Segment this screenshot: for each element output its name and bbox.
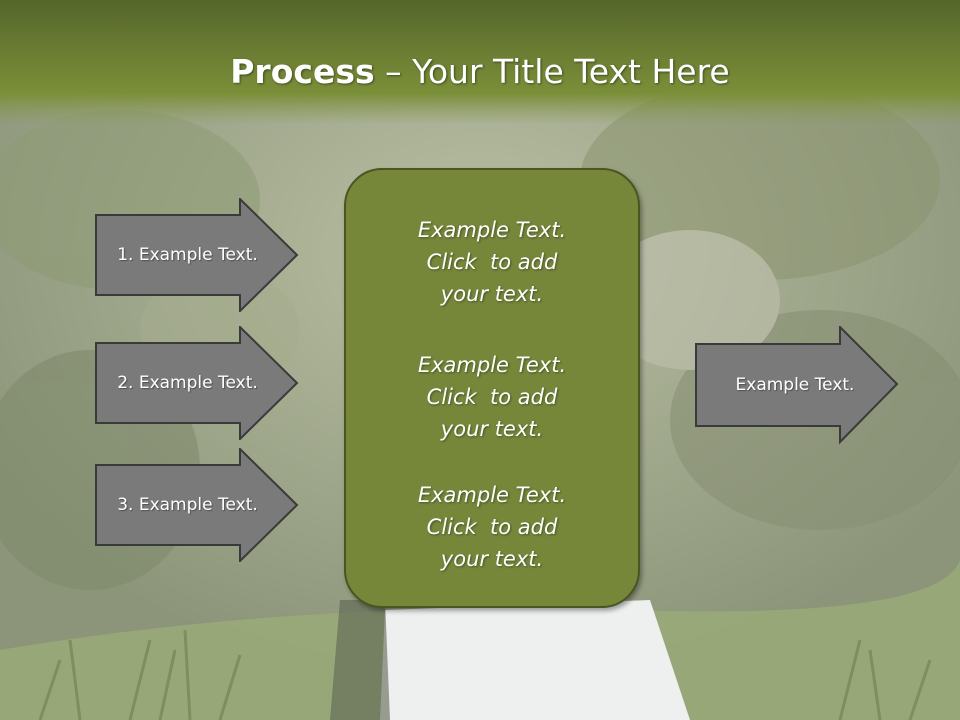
text-block-3: Example Text. Click to add your text.	[346, 479, 638, 575]
step-label-2: 2. Example Text.	[117, 373, 258, 393]
block-1-line-2: Click to add	[426, 250, 558, 274]
step-label-3: 3. Example Text.	[117, 495, 258, 515]
result-arrow[interactable]: Example Text.	[695, 326, 900, 446]
step-label-1: 1. Example Text.	[117, 245, 258, 265]
text-block-2: Example Text. Click to add your text.	[346, 349, 638, 445]
result-label: Example Text.	[735, 375, 855, 395]
block-3-line-3: your text.	[440, 547, 544, 571]
block-3-line-1: Example Text.	[417, 483, 567, 507]
slide-title: Process – Your Title Text Here	[0, 52, 960, 91]
block-2-line-1: Example Text.	[417, 353, 567, 377]
block-2-line-3: your text.	[440, 417, 544, 441]
block-3-line-2: Click to add	[426, 515, 558, 539]
center-content-box[interactable]: Example Text. Click to add your text. Ex…	[344, 168, 640, 608]
step-arrow-3[interactable]: 3. Example Text.	[95, 448, 300, 562]
title-bold: Process	[230, 52, 375, 91]
text-block-1: Example Text. Click to add your text.	[346, 214, 638, 310]
step-arrow-2[interactable]: 2. Example Text.	[95, 326, 300, 440]
step-arrow-1[interactable]: 1. Example Text.	[95, 198, 300, 312]
block-1-line-3: your text.	[440, 282, 544, 306]
title-rest: – Your Title Text Here	[374, 52, 730, 91]
block-1-line-1: Example Text.	[417, 218, 567, 242]
block-2-line-2: Click to add	[426, 385, 558, 409]
